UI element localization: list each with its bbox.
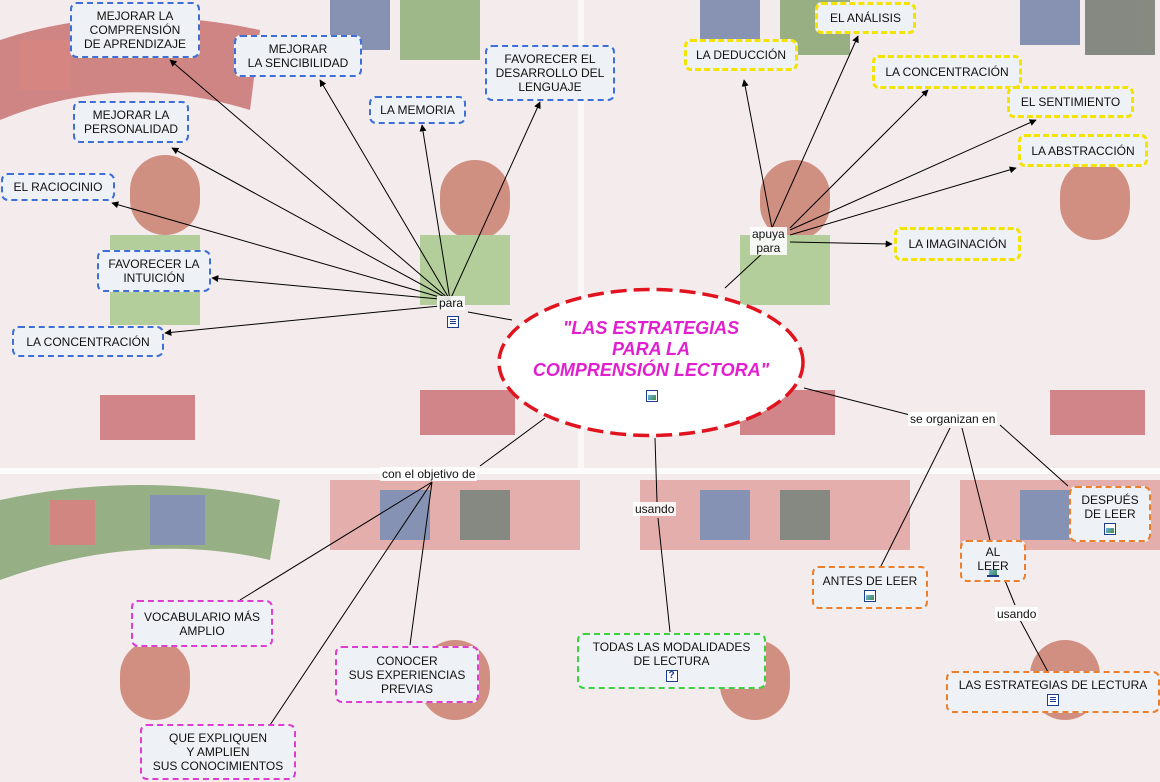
concept-favorecer-lenguaje[interactable]: FAVORECER EL DESARROLLO DEL LENGUAJE xyxy=(485,45,615,101)
concept-mejorar-personalidad[interactable]: MEJORAR LA PERSONALIDAD xyxy=(73,101,189,143)
modalities-label: TODAS LAS MODALIDADES DE LECTURA xyxy=(592,640,751,668)
question-resource-icon[interactable] xyxy=(665,669,678,683)
link-apuya-para[interactable]: apuya para xyxy=(750,227,787,255)
concept-despues-de-leer[interactable]: DESPUÉS DE LEER xyxy=(1069,486,1151,542)
concept-conocer-experiencias[interactable]: CONOCER SUS EXPERIENCIAS PREVIAS xyxy=(335,646,479,703)
image-resource-icon[interactable] xyxy=(646,390,658,402)
concept-la-deduccion[interactable]: LA DEDUCCIÓN xyxy=(684,39,798,71)
concept-la-concentracion-left[interactable]: LA CONCENTRACIÓN xyxy=(12,326,164,357)
link-usando-modalidades[interactable]: usando xyxy=(633,502,677,516)
concept-expliquen-amplien[interactable]: QUE EXPLIQUEN Y AMPLIEN SUS CONOCIMIENTO… xyxy=(140,724,296,780)
image-resource-icon[interactable] xyxy=(1104,523,1116,535)
concept-la-memoria[interactable]: LA MEMORIA xyxy=(369,96,466,124)
text-resource-icon[interactable] xyxy=(1047,694,1059,706)
concept-vocabulario-amplio[interactable]: VOCABULARIO MÁS AMPLIO xyxy=(131,600,273,647)
concept-mejorar-comprension[interactable]: MEJORAR LA COMPRENSIÓN DE APRENDIZAJE xyxy=(70,2,200,58)
concept-todas-modalidades[interactable]: TODAS LAS MODALIDADES DE LECTURA xyxy=(577,633,766,689)
link-para[interactable]: para xyxy=(437,296,466,310)
concept-favorecer-intuicion[interactable]: FAVORECER LA INTUICIÓN xyxy=(97,250,211,292)
text-resource-icon[interactable] xyxy=(447,316,459,328)
concept-estrategias-de-lectura[interactable]: LAS ESTRATEGIAS DE LECTURA xyxy=(946,671,1160,713)
despues-label: DESPUÉS DE LEER xyxy=(1081,493,1139,521)
image-resource-icon[interactable] xyxy=(864,589,876,602)
main-concept-title[interactable]: "LAS ESTRATEGIAS PARA LA COMPRENSIÓN LEC… xyxy=(532,318,770,380)
al-leer-label: AL LEER xyxy=(977,545,1009,573)
concept-el-sentimiento[interactable]: EL SENTIMIENTO xyxy=(1007,86,1134,118)
concept-el-raciocinio[interactable]: EL RACIOCINIO xyxy=(1,173,115,201)
concept-antes-de-leer[interactable]: ANTES DE LEER xyxy=(812,566,928,609)
image-resource-icon[interactable] xyxy=(987,570,999,577)
concept-la-concentracion-right[interactable]: LA CONCENTRACIÓN xyxy=(872,55,1022,89)
estrategias-label: LAS ESTRATEGIAS DE LECTURA xyxy=(958,678,1148,692)
concept-el-analisis[interactable]: EL ANÁLISIS xyxy=(815,2,916,34)
link-se-organizan-en[interactable]: se organizan en xyxy=(908,412,998,426)
link-con-el-objetivo-de[interactable]: con el objetivo de xyxy=(380,467,478,481)
concept-al-leer[interactable]: AL LEER xyxy=(960,540,1026,582)
main-concept-border xyxy=(497,287,805,438)
link-usando-estrategias[interactable]: usando xyxy=(995,607,1039,621)
concept-la-abstraccion[interactable]: LA ABSTRACCIÓN xyxy=(1018,134,1148,167)
concept-la-imaginacion[interactable]: LA IMAGINACIÓN xyxy=(894,227,1021,261)
antes-label: ANTES DE LEER xyxy=(822,573,918,588)
concept-mejorar-sencibilidad[interactable]: MEJORAR LA SENCIBILIDAD xyxy=(234,35,362,77)
